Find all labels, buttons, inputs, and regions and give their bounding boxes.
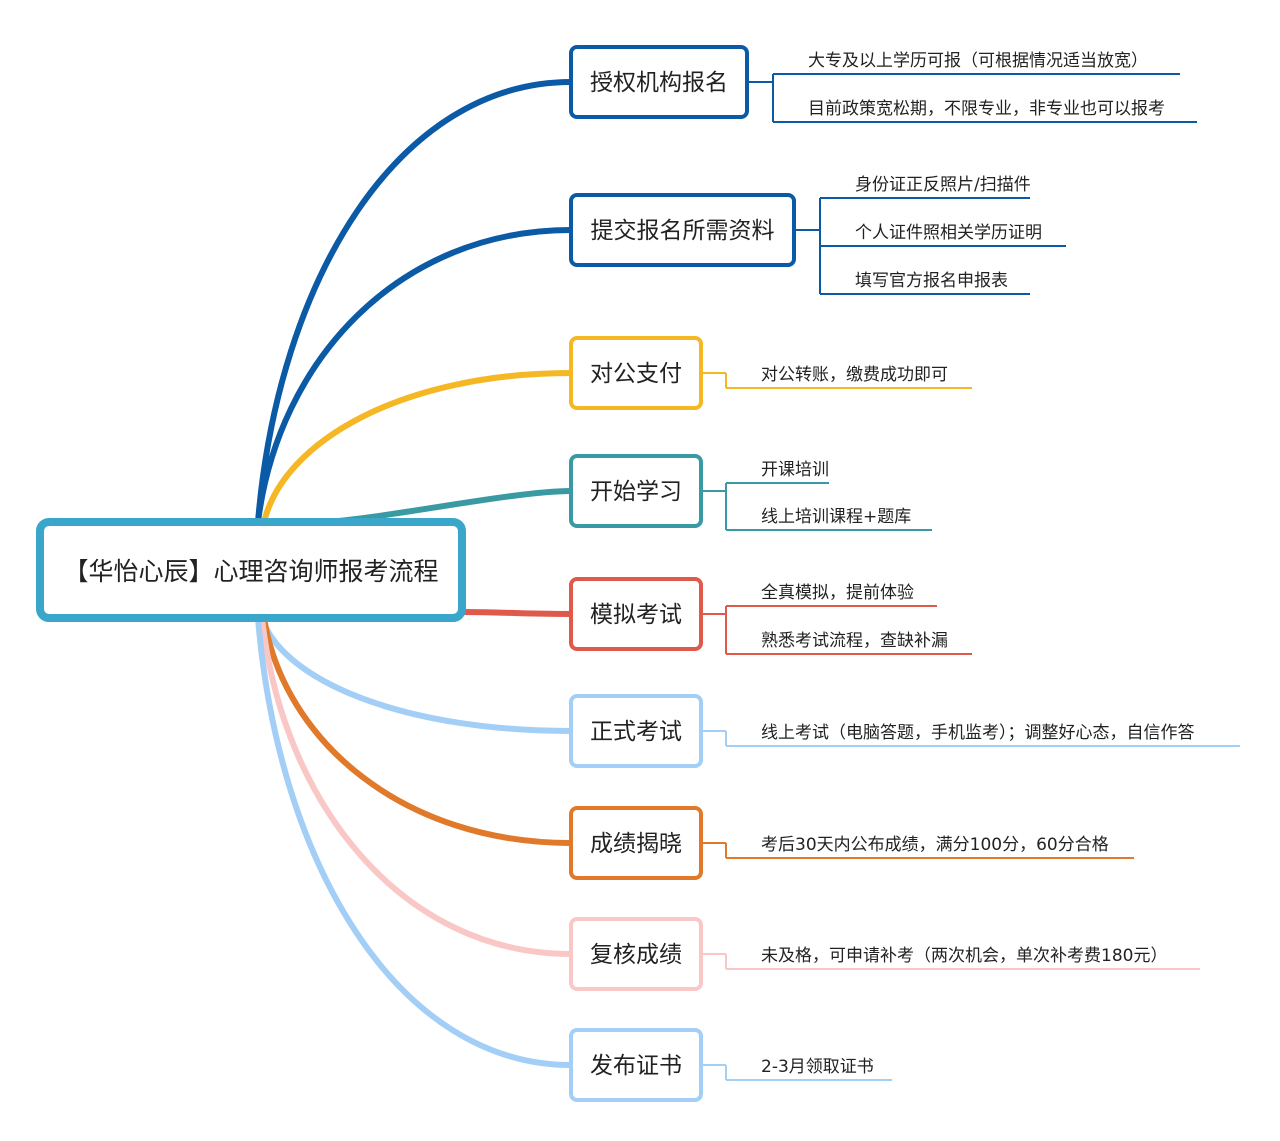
branch-box [569, 193, 796, 267]
connector-curve [259, 615, 574, 957]
branch-label: 授权机构报名 [590, 70, 728, 96]
leaf-text[interactable]: 个人证件照相关学历证明 [855, 223, 1042, 243]
branch-node[interactable]: 模拟考试 [569, 577, 703, 651]
connector-curve [315, 488, 574, 525]
leaf-text[interactable]: 对公转账，缴费成功即可 [761, 365, 948, 385]
branch-label: 对公支付 [590, 361, 682, 387]
branch-label: 开始学习 [590, 479, 682, 505]
leaf-text[interactable]: 大专及以上学历可报（可根据情况适当放宽） [808, 51, 1148, 71]
leaf-text[interactable]: 线上培训课程+题库 [761, 507, 911, 527]
leaf-text[interactable]: 考后30天内公布成绩，满分100分，60分合格 [761, 835, 1109, 855]
branch-box [569, 577, 703, 651]
branch-node[interactable]: 复核成绩 [569, 917, 703, 991]
branch-node[interactable]: 正式考试 [569, 694, 703, 768]
leaf-text[interactable]: 开课培训 [761, 460, 829, 480]
branch-node[interactable]: 成绩揭晓 [569, 806, 703, 880]
branch-box [569, 45, 749, 119]
connector-curve [259, 615, 574, 734]
branch-label: 复核成绩 [590, 942, 682, 968]
branch-box [569, 806, 703, 880]
branch-box [569, 336, 703, 410]
root-box [36, 518, 466, 622]
branch-label: 成绩揭晓 [590, 831, 682, 857]
connector-curve [255, 227, 574, 525]
branch-label: 提交报名所需资料 [591, 218, 775, 244]
branch-leaf-links: 大专及以上学历可报（可根据情况适当放宽） 目前政策宽松期，不限专业，非专业也可以报… [701, 51, 1240, 1081]
root-node[interactable]: 【华怡心辰】心理咨询师报考流程 [36, 518, 466, 622]
branch-box [569, 694, 703, 768]
branch-box [569, 1028, 703, 1102]
branch-box [569, 917, 703, 991]
connector-curves [255, 79, 574, 1068]
connector-curve [459, 609, 574, 617]
root-title: 【华怡心辰】心理咨询师报考流程 [63, 557, 438, 586]
leaf-text[interactable]: 熟悉考试流程，查缺补漏 [761, 630, 948, 651]
branch-box [569, 454, 703, 528]
connector-curve [261, 615, 574, 846]
branch-label: 发布证书 [590, 1053, 682, 1079]
connector-curve [255, 615, 574, 1068]
branch-node[interactable]: 提交报名所需资料 [569, 193, 796, 267]
leaf-text[interactable]: 填写官方报名申报表 [855, 271, 1008, 291]
leaf-text[interactable]: 目前政策宽松期，不限专业，非专业也可以报考 [808, 99, 1165, 119]
branch-label: 正式考试 [590, 719, 682, 745]
connector-curve [255, 79, 574, 525]
leaf-text[interactable]: 线上考试（电脑答题，手机监考）；调整好心态，自信作答 [761, 723, 1195, 743]
branch-nodes: 授权机构报名提交报名所需资料对公支付开始学习模拟考试正式考试成绩揭晓复核成绩发布… [569, 45, 796, 1102]
branch-node[interactable]: 授权机构报名 [569, 45, 749, 119]
branch-label: 模拟考试 [590, 602, 682, 628]
branch-node[interactable]: 开始学习 [569, 454, 703, 528]
connector-curve [261, 370, 574, 525]
leaf-text[interactable]: 2-3月领取证书 [761, 1057, 874, 1077]
leaf-text[interactable]: 身份证正反照片/扫描件 [855, 175, 1031, 195]
leaf-text[interactable]: 未及格，可申请补考（两次机会，单次补考费180元） [761, 946, 1167, 966]
leaf-text[interactable]: 全真模拟，提前体验 [761, 583, 914, 603]
branch-node[interactable]: 对公支付 [569, 336, 703, 410]
branch-node[interactable]: 发布证书 [569, 1028, 703, 1102]
